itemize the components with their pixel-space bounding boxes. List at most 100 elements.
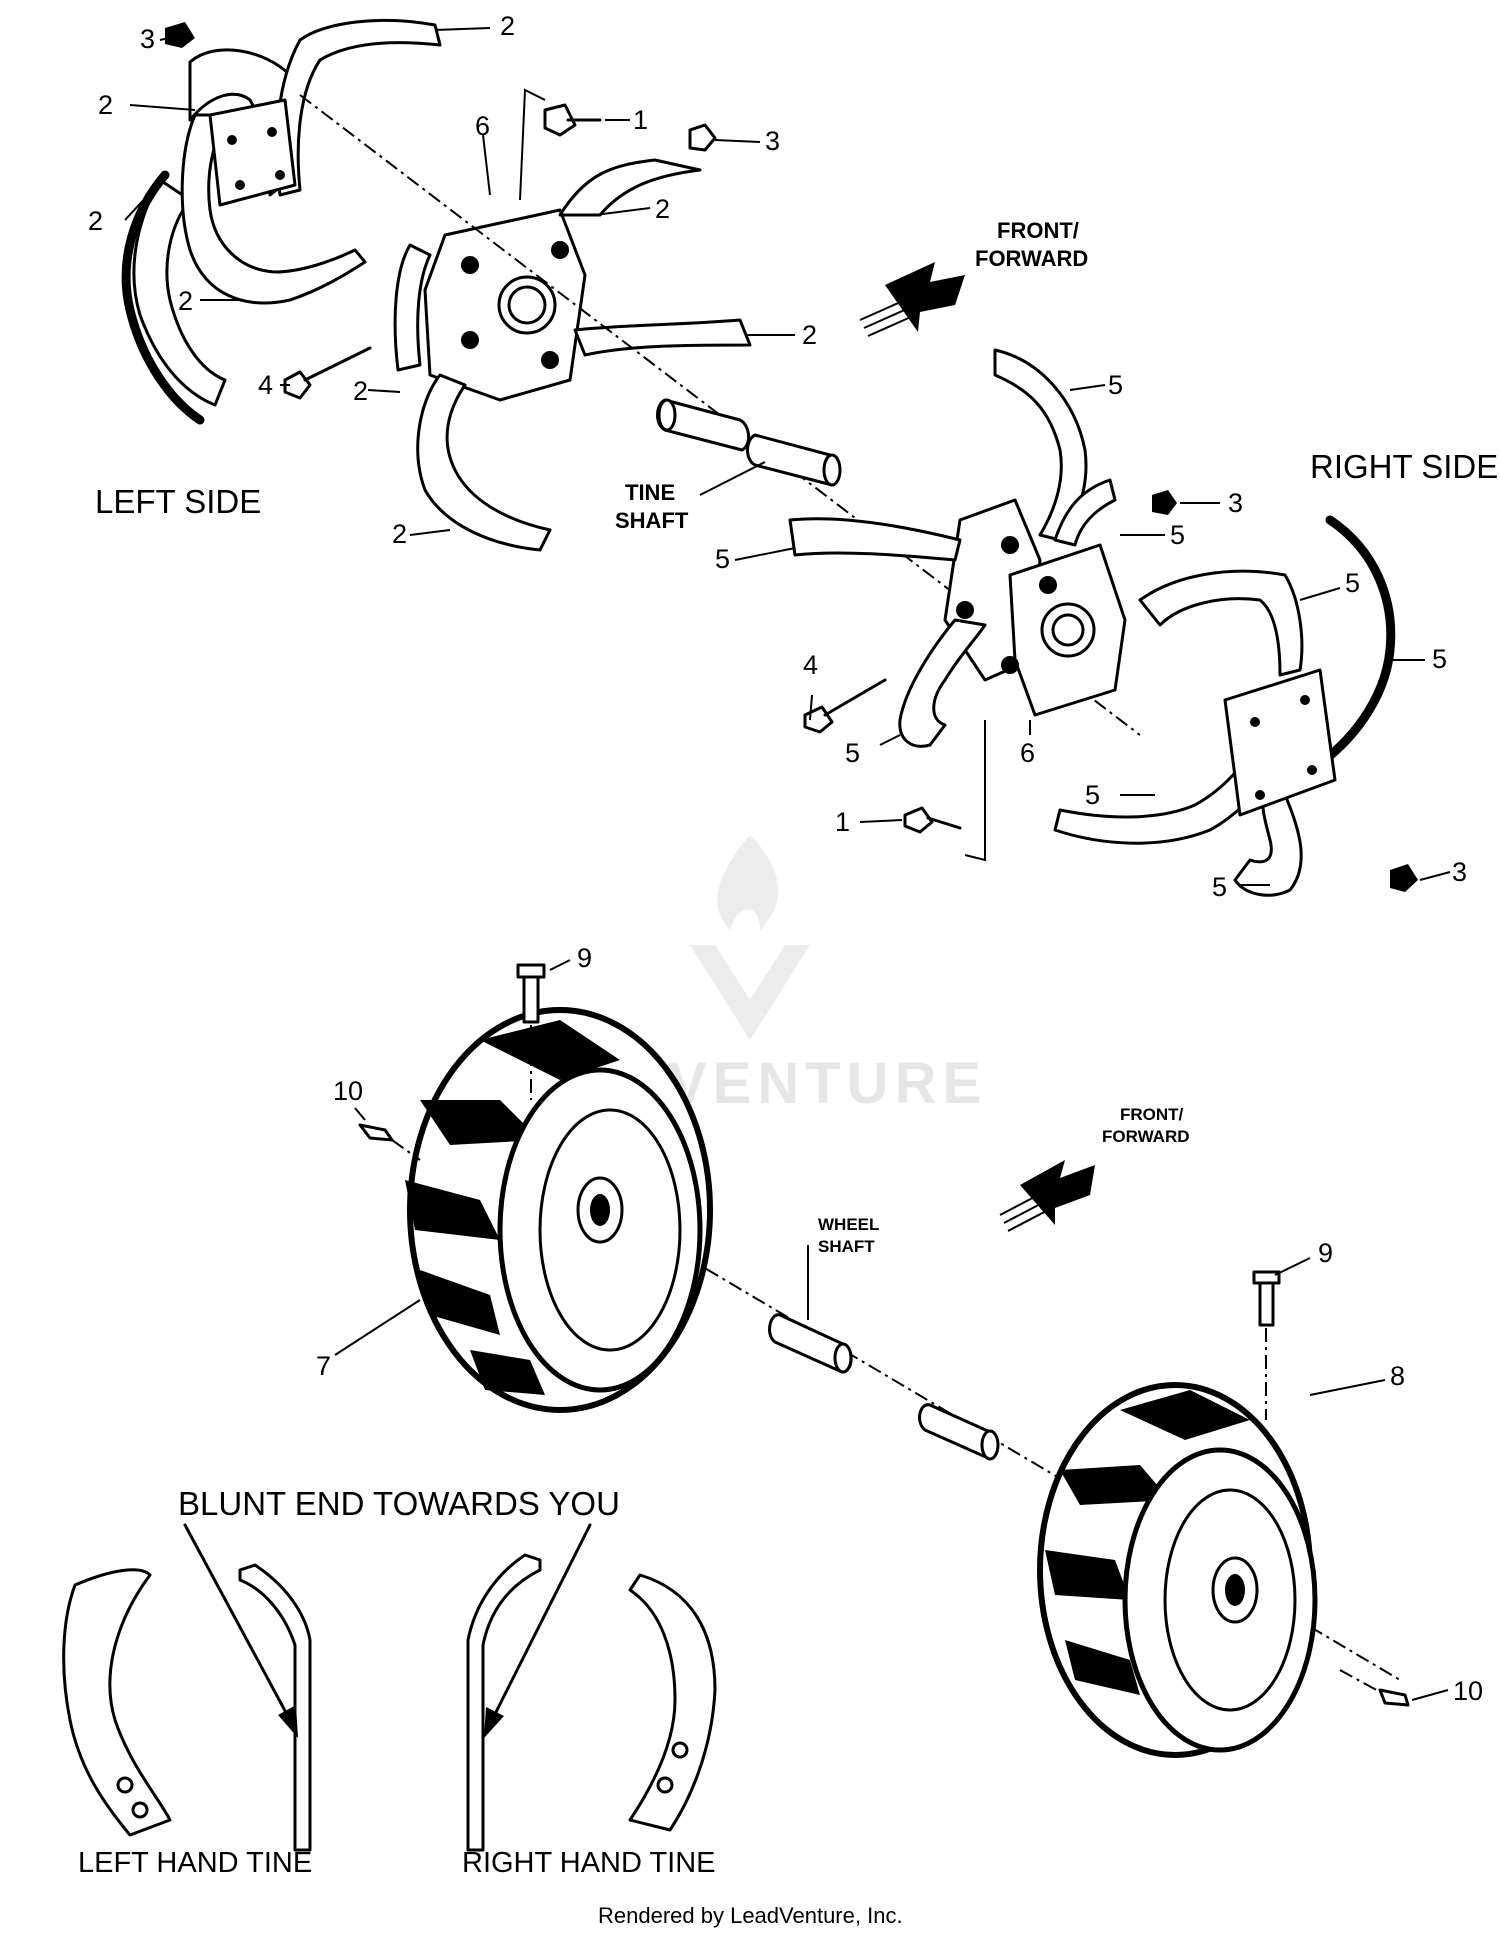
callout-9: 9 <box>577 943 592 973</box>
front-forward-top-line1: FRONT/ <box>997 218 1079 243</box>
nut-3-top <box>688 123 717 152</box>
right-outer-plate <box>1223 668 1337 817</box>
left-plate-hole-1 <box>227 135 237 145</box>
pin-10-right <box>1378 1688 1410 1707</box>
left-outer-tine-3 <box>121 170 205 425</box>
callout-4: 4 <box>258 370 273 400</box>
tine-orientation-detail <box>62 1523 717 1852</box>
right-plate-hole-1 <box>1250 717 1260 727</box>
left-inner-tine-2 <box>573 318 752 357</box>
right-hub-bolt-4 <box>1001 656 1019 674</box>
forward-arrow-tail-2 <box>863 307 910 329</box>
callout-2: 2 <box>88 206 103 236</box>
right-outer-tine-4 <box>1233 793 1303 897</box>
left-hand-tine-hole-2 <box>131 1801 149 1819</box>
wheel-right-tread-1 <box>1120 1390 1250 1440</box>
footer-credit: Rendered by LeadVenture, Inc. <box>598 1903 903 1928</box>
bolt-1-bottom <box>903 806 934 834</box>
front-forward-bottom-line2: FORWARD <box>1102 1127 1190 1146</box>
bolt-9-left-head <box>516 963 546 979</box>
callout-3: 3 <box>140 24 155 54</box>
wheel-left-tread-2 <box>420 1100 540 1145</box>
pin-10-right-line <box>1339 1669 1381 1693</box>
wheel-left-tread-4 <box>420 1270 500 1335</box>
callout-2: 2 <box>98 90 113 120</box>
callout-5: 5 <box>715 544 730 574</box>
callout-3: 3 <box>1452 857 1467 887</box>
bolt-9-right <box>1258 1278 1275 1327</box>
wheel-left-tread-1 <box>480 1020 620 1080</box>
wheel-shaft <box>768 1245 1000 1461</box>
callout-10: 10 <box>333 1076 363 1106</box>
tine-shaft-end-1 <box>657 398 677 432</box>
right-hand-tine-hole-1 <box>671 1741 689 1759</box>
left-hub-bolt-2 <box>551 241 569 259</box>
callout-2: 2 <box>392 519 407 549</box>
left-inner-tine-4 <box>393 243 432 372</box>
watermark: VENTURE <box>668 835 987 1116</box>
watermark-text: VENTURE <box>668 1051 987 1116</box>
front-forward-bottom-line1: FRONT/ <box>1120 1105 1184 1124</box>
blunt-end-arrow-left <box>183 1523 292 1722</box>
wheel-shaft-label-line2: SHAFT <box>818 1237 875 1256</box>
nut-3-right-bottom <box>1390 864 1418 892</box>
blunt-end-arrow-right <box>490 1523 592 1722</box>
left-hand-tine-label: LEFT HAND TINE <box>78 1847 312 1879</box>
right-hand-tine-label: RIGHT HAND TINE <box>462 1847 716 1879</box>
callout-8: 8 <box>1390 1361 1405 1391</box>
right-hub-bolt-1 <box>1039 576 1057 594</box>
callout-3: 3 <box>1228 488 1243 518</box>
right-hub-bolt-2 <box>1001 536 1019 554</box>
bolt-4-left-shank <box>303 346 372 382</box>
nut-3-right-mid <box>1152 490 1177 515</box>
callout-7: 7 <box>316 1351 331 1381</box>
blunt-end-arrowhead-right <box>484 1707 504 1738</box>
left-plate-hole-4 <box>275 170 285 180</box>
callout-6: 6 <box>1020 738 1035 768</box>
watermark-v-icon <box>690 945 810 1040</box>
wheel-left-hub-bore <box>590 1194 610 1226</box>
right-hand-tine-edge-body <box>466 1553 542 1852</box>
wheel-left-tread-3 <box>405 1180 500 1240</box>
right-tine-assembly <box>788 348 1396 897</box>
pin-10-left-line <box>391 1139 421 1161</box>
right-tine-lower-left <box>898 618 987 748</box>
left-outer-plate <box>208 98 297 207</box>
right-outer-tine-2 <box>1305 515 1396 775</box>
callout-5: 5 <box>1170 520 1185 550</box>
blunt-end-arrowhead-left <box>278 1705 298 1738</box>
callout-5: 5 <box>1345 568 1360 598</box>
left-inner-tine-3 <box>416 373 552 552</box>
callout-2: 2 <box>353 376 368 406</box>
bolt-1-top <box>543 103 577 137</box>
bolt-4-left <box>283 370 312 400</box>
wheel-fasteners <box>358 963 1410 1707</box>
tine-shaft-leader <box>699 461 766 496</box>
bolt-4-right-shank <box>823 678 887 717</box>
right-hand-tine-blade <box>628 1573 717 1832</box>
tine-shaft <box>656 398 842 496</box>
callout-4: 4 <box>803 650 818 680</box>
bolt-1-bottom-shank <box>926 816 962 830</box>
callout-9: 9 <box>1318 1238 1333 1268</box>
callout-5: 5 <box>1108 370 1123 400</box>
left-hub-bolt-4 <box>541 351 559 369</box>
right-side-label: RIGHT SIDE <box>1310 448 1498 485</box>
wheel-left <box>405 1007 713 1413</box>
wheel-shaft-label-line1: WHEEL <box>818 1215 879 1234</box>
left-inner-tine-1 <box>558 158 702 217</box>
callout-leaders-wheel <box>334 959 1449 1701</box>
wheel-right-hub-bore <box>1225 1574 1245 1606</box>
tine-shaft-end-2 <box>822 453 842 487</box>
left-hub-bore-inner <box>507 285 547 325</box>
left-tine-assembly <box>121 18 752 552</box>
right-plate-hole-3 <box>1255 790 1265 800</box>
callout-2: 2 <box>655 194 670 224</box>
front-forward-top-line2: FORWARD <box>975 246 1088 271</box>
wheel-right-tread-2 <box>1060 1465 1170 1505</box>
left-hand-tine-blade <box>62 1568 172 1837</box>
fasteners <box>165 22 1418 892</box>
callout-5: 5 <box>1432 644 1447 674</box>
right-plate-hole-2 <box>1300 695 1310 705</box>
